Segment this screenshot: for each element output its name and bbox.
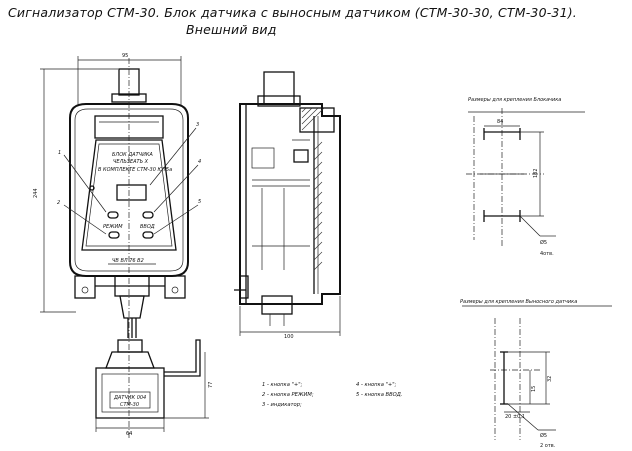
dim-remote-height: 77 <box>208 382 214 388</box>
side-cable-gland <box>261 295 293 315</box>
mount-pattern-remote: Размеры для крепления Выносного датчика … <box>460 299 612 449</box>
front-foot-left <box>74 275 96 299</box>
mount-block-caption: Размеры для крепления Блока <box>468 97 549 103</box>
terminal-label: ЧВ ВЛ 76 В2 <box>112 258 144 264</box>
dim-side-depth: 100 <box>284 334 294 340</box>
callout-4: 4 <box>198 159 201 165</box>
side-top-connector <box>263 71 295 105</box>
mount-block-dim-v: 182 <box>533 168 539 178</box>
mount-block-dim-h: 84 <box>497 119 503 125</box>
led-indicator-icon <box>89 185 95 191</box>
remote-gland <box>117 339 143 353</box>
indicator-display <box>116 184 147 201</box>
remote-plate-line-1: ДАТЧИК 004 <box>113 395 146 401</box>
button-enter <box>142 231 154 239</box>
callout-3: 3 <box>196 122 199 128</box>
dim-front-height: 244 <box>33 188 39 198</box>
callout-5: 5 <box>198 199 201 205</box>
mount-remote-hole-count: 2 отв. <box>540 443 556 449</box>
title-line-1: Сигнализатор СТМ-30. Блок датчика с выно… <box>8 5 577 20</box>
front-view: БЛОК ДАТЧИКА ЧЕЛЬЗЕАТЬ Х В КОМПЛЕКТЕ СТМ… <box>33 53 201 440</box>
button-enter-label: ВВОД <box>140 224 155 230</box>
mount-remote-hole-dia: Ø5 <box>540 432 547 439</box>
front-foot-right <box>164 275 186 299</box>
front-housing-inner <box>74 108 184 272</box>
remote-bracket <box>164 339 201 377</box>
button-plus-left <box>107 211 119 219</box>
legend-item-4: 4 - кнопка "+"; <box>356 382 397 388</box>
dim-remote-width: 64 <box>126 431 132 437</box>
mount-block-caption-tail: чика <box>549 97 561 103</box>
dim-front-width: 95 <box>122 53 128 59</box>
side-indicator-window <box>251 147 275 169</box>
side-view: 100 <box>234 71 341 340</box>
title-line-2: Внешний вид <box>186 22 277 37</box>
legend: 1 - кнопка "+"; 2 - кнопка РЕЖИМ; 3 - ин… <box>262 382 402 408</box>
side-hatched-rail <box>313 141 323 271</box>
mount-remote-caption: Размеры для крепления Выносного датчика <box>460 299 577 305</box>
legend-item-2: 2 - кнопка РЕЖИМ; <box>262 392 314 398</box>
remote-sensor: ДАТЧИК 004 СТМ-30 64 77 <box>95 339 214 437</box>
button-mode-label: РЕЖИМ <box>103 224 123 230</box>
legend-item-5: 5 - кнопка ВВОД. <box>356 392 402 398</box>
callout-1: 1 <box>58 150 61 156</box>
button-plus-right <box>142 211 154 219</box>
panel-text-line-1: БЛОК ДАТЧИКА <box>112 152 153 158</box>
front-panel-outline <box>81 139 177 251</box>
legend-item-3: 3 - индикатор; <box>262 402 302 408</box>
panel-text-line-2: ЧЕЛЬЗЕАТЬ Х <box>113 159 149 165</box>
remote-sensor-body <box>95 367 165 419</box>
panel-text-line-3: В КОМПЛЕКТЕ СТМ-30 ЮТ5а <box>98 167 172 173</box>
remote-nameplate <box>109 391 151 409</box>
mount-remote-dim-v2: 15 <box>531 386 537 392</box>
mount-block-hole-dia: Ø5 <box>540 239 547 246</box>
front-housing-outline <box>69 103 189 277</box>
mount-remote-dim-v: 32 <box>547 376 553 382</box>
side-housing-outline <box>239 103 341 305</box>
button-mode <box>108 231 120 239</box>
legend-item-1: 1 - кнопка "+"; <box>262 382 303 388</box>
mount-block-hole-count: 4отв. <box>540 251 554 257</box>
callout-2: 2 <box>57 200 60 206</box>
mount-remote-dim-h: 20 ±0,1 <box>505 414 525 420</box>
mount-pattern-block: Размеры для крепления Блока чика 84 182 … <box>466 97 585 257</box>
remote-plate-line-2: СТМ-30 <box>120 402 139 408</box>
